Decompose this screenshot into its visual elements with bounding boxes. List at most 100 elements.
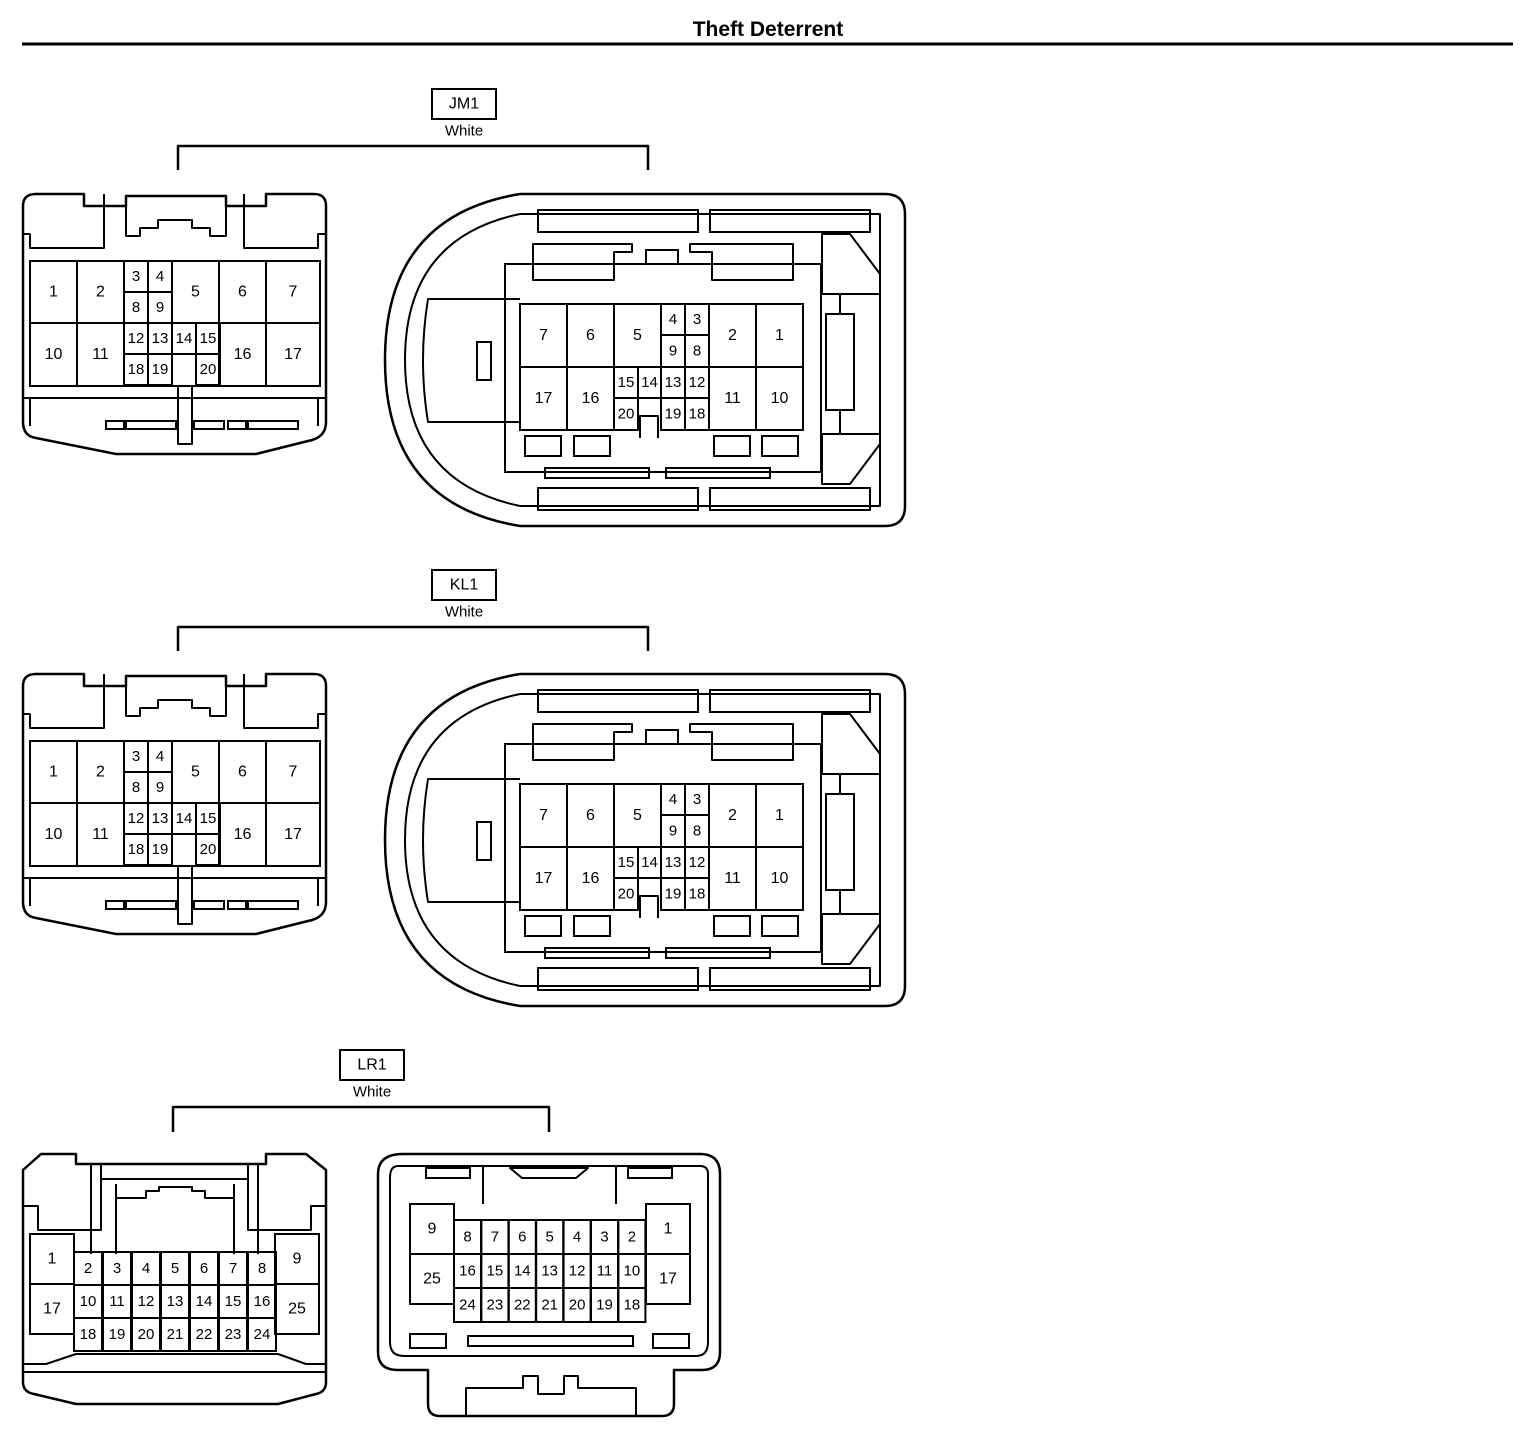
housing-slot [409, 1333, 447, 1349]
connector-id: KL1 [450, 577, 479, 594]
latch-outline [509, 1167, 589, 1179]
pin-label: 2 [96, 284, 105, 301]
pin-outline [265, 322, 321, 387]
pin-label: 7 [491, 1229, 499, 1246]
pin-cell: 7 [519, 783, 568, 848]
pin-label: 7 [539, 327, 548, 344]
housing-slot [573, 915, 611, 937]
pin-label: 24 [254, 1326, 271, 1343]
housing-slot [105, 900, 125, 910]
pin-cell: 8 [123, 771, 149, 804]
pin-cell: 2 [708, 303, 757, 368]
pin-cell: 22 [507, 1287, 537, 1323]
key-slot [639, 415, 659, 438]
pin-outline [265, 802, 321, 867]
pin-cell: 6 [507, 1219, 537, 1255]
housing-outline [383, 192, 907, 528]
pin-label: 18 [80, 1326, 97, 1343]
pin-cell: 9 [660, 334, 686, 368]
pin-label: 9 [156, 779, 164, 796]
pin-cell: 7 [480, 1219, 510, 1255]
pin-cell: 15 [195, 322, 221, 355]
pin-label: 1 [775, 807, 784, 824]
pin-cell: 1 [755, 783, 804, 848]
pin-label: 14 [196, 1293, 213, 1310]
pin-label: 9 [293, 1251, 302, 1268]
pin-cell: 21 [160, 1317, 190, 1352]
pin-outline [147, 353, 173, 386]
pin-label: 3 [132, 748, 140, 765]
pin-cell: 2 [76, 260, 125, 324]
housing-detail [243, 674, 326, 729]
housing-slot [193, 420, 225, 430]
release-lever [825, 313, 855, 411]
housing-detail [29, 398, 319, 426]
pin-label: 19 [665, 406, 682, 423]
housing-detail [247, 1164, 326, 1231]
pin-label: 3 [132, 268, 140, 285]
pin-label: 13 [152, 810, 169, 827]
pin-cell: 10 [617, 1253, 647, 1289]
pin-cell: 13 [535, 1253, 565, 1289]
pin-cell: 4 [660, 303, 686, 336]
pin-cell: 20 [613, 877, 639, 911]
pin-label: 3 [600, 1229, 608, 1246]
pin-cell: 4 [131, 1251, 161, 1286]
pin-cell: 9 [660, 814, 686, 848]
housing-slot [227, 900, 247, 910]
pin-outline [247, 1317, 277, 1352]
pin-label: 13 [152, 330, 169, 347]
pin-cell: 24 [453, 1287, 482, 1323]
pin-label: 5 [633, 327, 642, 344]
pin-label: 4 [156, 748, 164, 765]
tongue-outline [422, 298, 520, 423]
housing-slot [761, 435, 799, 457]
housing-detail [23, 1353, 326, 1365]
pin-label: 25 [423, 1271, 441, 1288]
pin-label: 1 [664, 1221, 673, 1238]
pin-label: 7 [289, 764, 298, 781]
pin-cell: 6 [218, 260, 267, 324]
pin-cell: 16 [453, 1253, 482, 1289]
pin-label: 14 [514, 1263, 531, 1280]
pin-label: 6 [238, 284, 247, 301]
pin-label: 19 [152, 361, 169, 378]
pin-label: 15 [618, 374, 635, 391]
pin-cell: 11 [76, 802, 125, 867]
pin-cell: 5 [613, 303, 662, 368]
pin-label: 11 [597, 1263, 613, 1280]
pin-cell: 16 [566, 366, 615, 431]
pin-cell: 8 [684, 334, 710, 368]
latch-outline [125, 206, 227, 237]
connector-bracket [171, 1105, 551, 1132]
pin-cell: 10 [29, 802, 78, 867]
pin-cell: 7 [218, 1251, 248, 1286]
pin-cell: 18 [617, 1287, 647, 1323]
pin-cell: 7 [265, 260, 321, 324]
pin-label: 6 [238, 764, 247, 781]
key-slot [177, 386, 193, 445]
latch-outline [689, 723, 794, 761]
male-connector-25pin: 1179252101831119412205132161422715238162… [21, 1152, 328, 1406]
pin-outline [613, 877, 639, 911]
pin-label: 24 [459, 1297, 476, 1314]
pin-label: 15 [487, 1263, 504, 1280]
pin-label: 9 [156, 299, 164, 316]
pin-cell: 13 [147, 322, 173, 355]
pin-label: 18 [689, 886, 706, 903]
pin-cell: 11 [102, 1284, 132, 1319]
housing-bar [709, 967, 871, 991]
pin-label: 17 [284, 346, 302, 363]
pin-label: 5 [546, 1229, 554, 1246]
connector-id-box [431, 88, 497, 120]
pin-cell: 3 [123, 260, 149, 293]
pin-label: 3 [113, 1260, 121, 1277]
housing-outline [376, 1152, 722, 1418]
housing-slot [524, 435, 562, 457]
housing-slot [227, 420, 247, 430]
pin-label: 5 [633, 807, 642, 824]
housing-slot [105, 420, 125, 430]
pin-cell: 18 [684, 397, 710, 431]
latch-outline [101, 1178, 248, 1199]
